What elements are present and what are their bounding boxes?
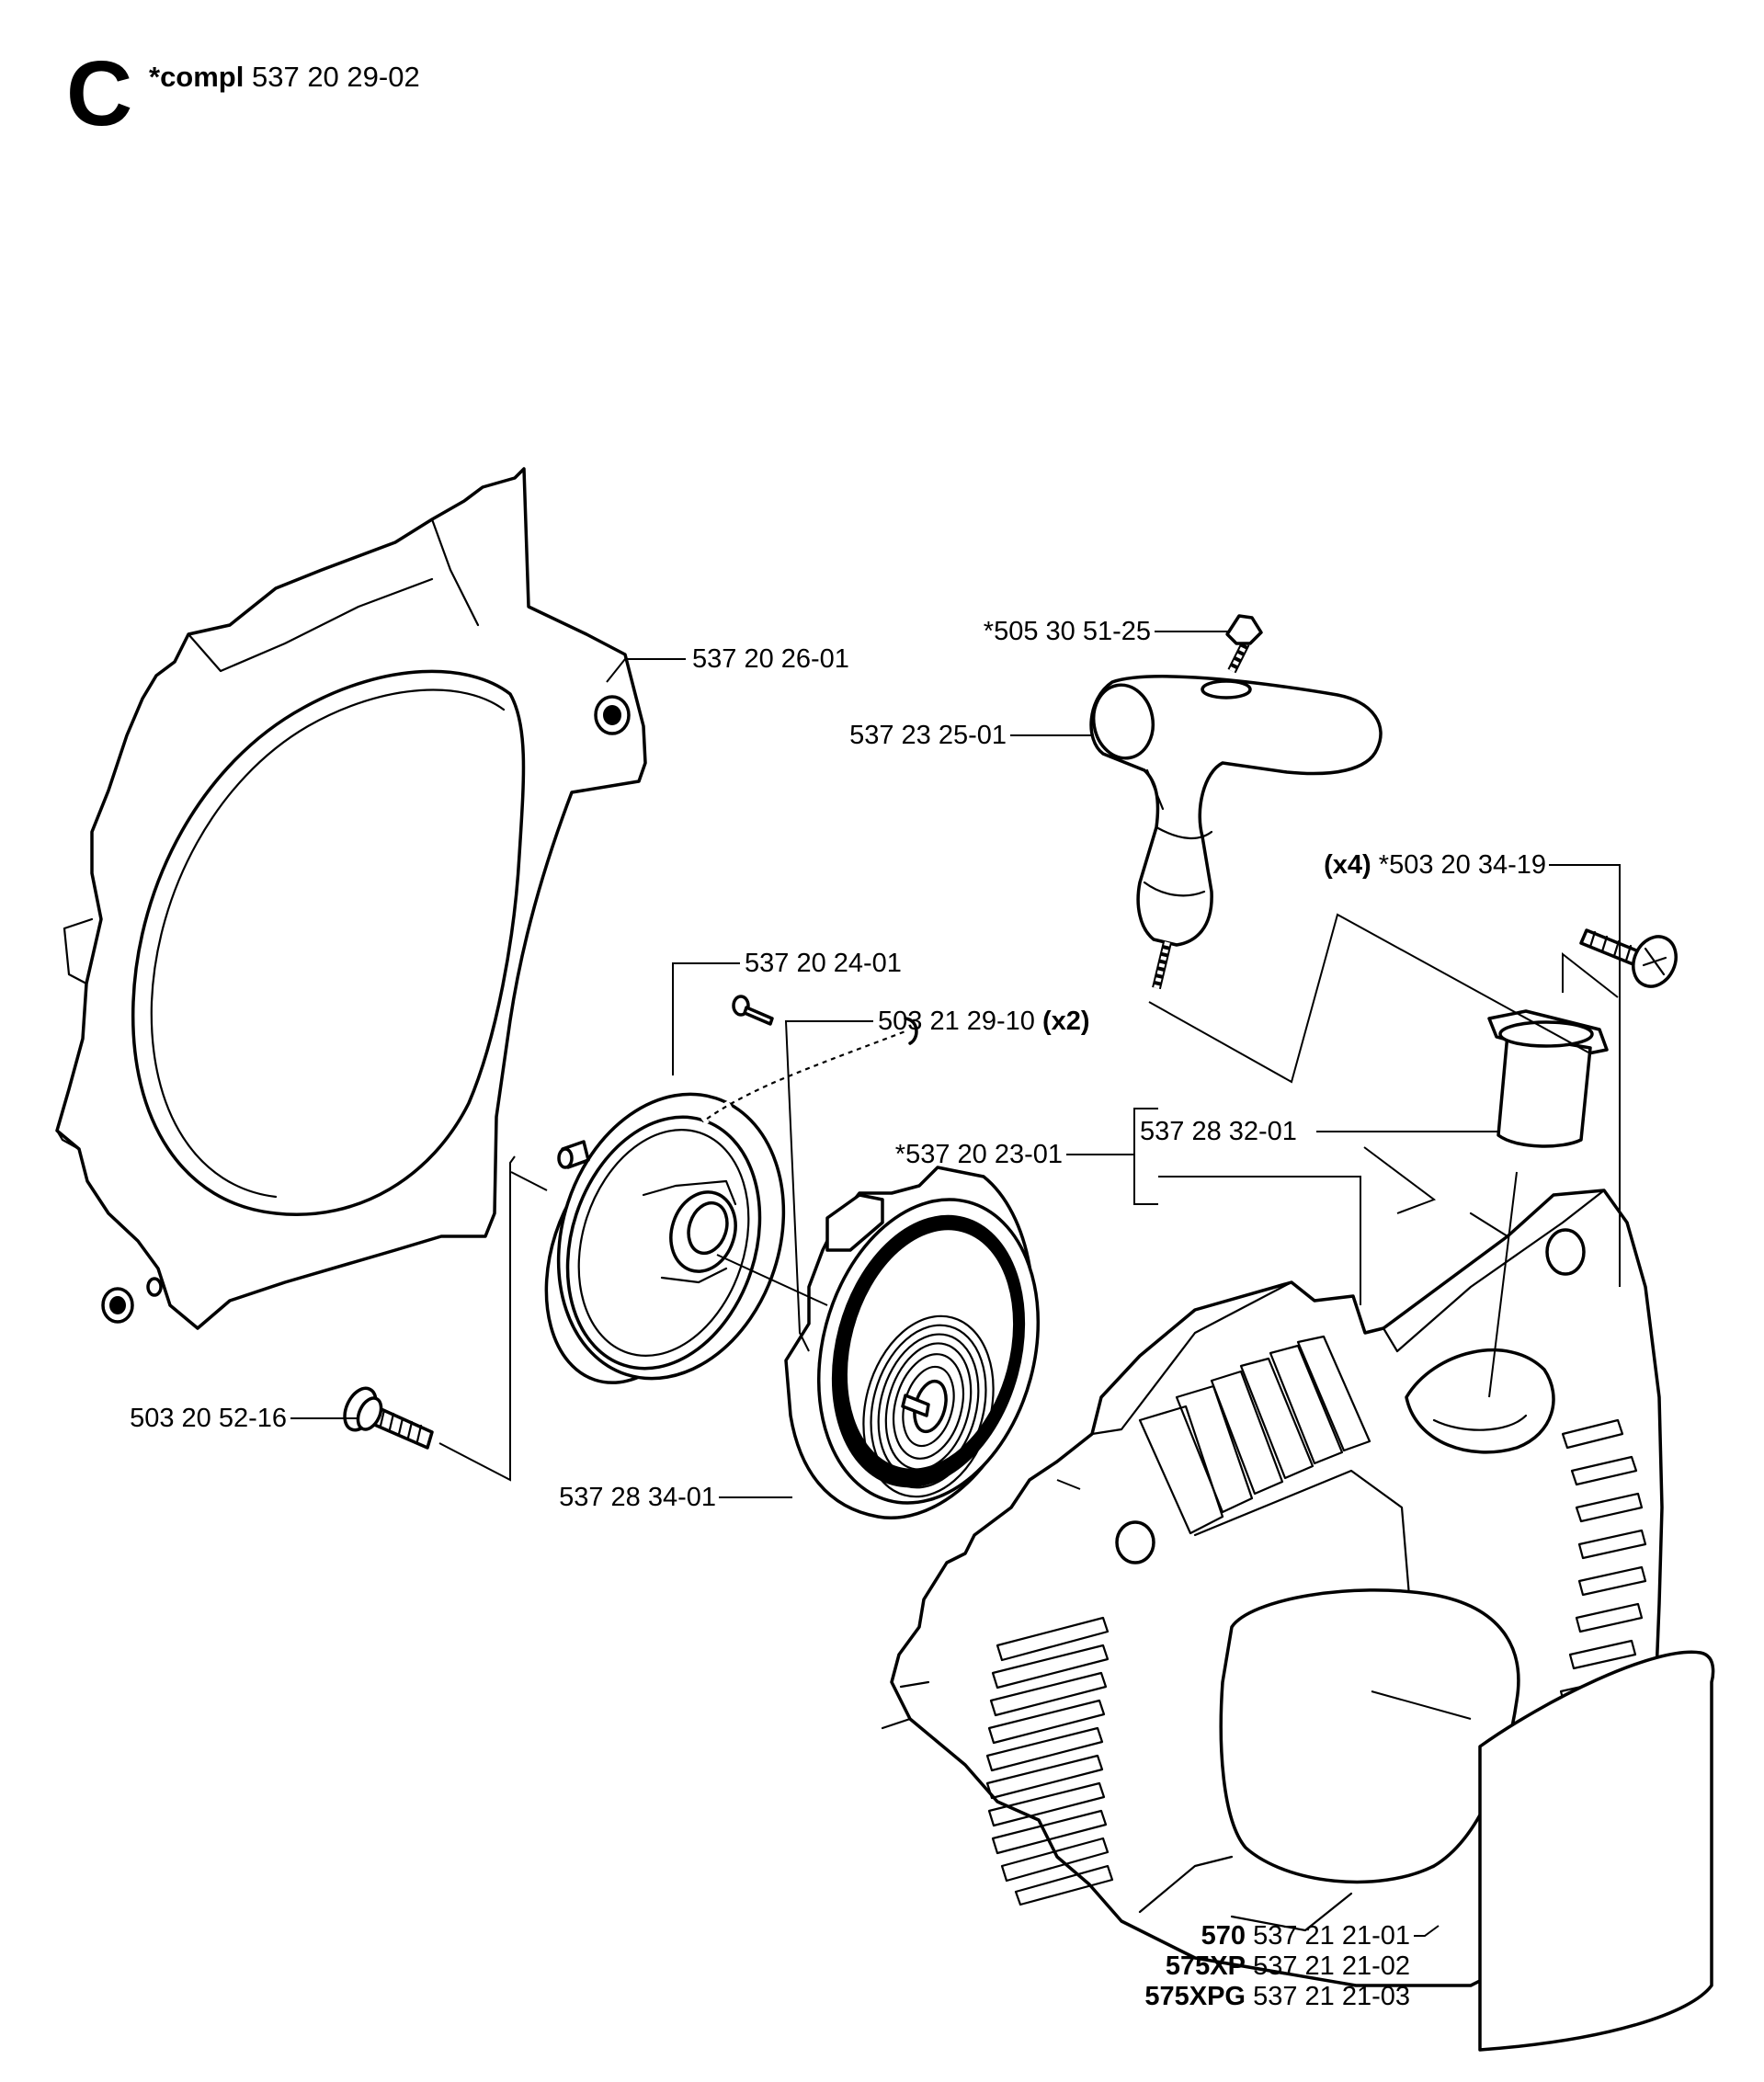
handle-drawing <box>1089 614 1383 990</box>
fan-cover-drawing <box>55 467 647 1330</box>
callout-spring-cassette: 537 28 34-01 <box>559 1483 716 1512</box>
callout-small-screw-qty: (x2) <box>1042 1007 1090 1036</box>
housing-variant-part: 537 21 21-02 <box>1253 1951 1410 1981</box>
callout-small-screw-part: 503 21 29-10 <box>878 1007 1035 1036</box>
bushing-drawing <box>1487 1009 1609 1148</box>
housing-variant-model: 570 <box>1201 1921 1246 1951</box>
housing-decal-drawing <box>1478 1650 1715 2052</box>
assembly-title: *compl 537 20 29-02 <box>149 61 420 94</box>
housing-variant-row: 575XP 537 21 21-02 <box>1085 1951 1410 1982</box>
callout-starter-assembly: *537 20 23-01 <box>894 1140 1063 1169</box>
housing-variant-part: 537 21 21-01 <box>1253 1921 1410 1951</box>
callout-cord-guide-fastener: *505 30 51-25 <box>983 617 1151 646</box>
pulley-drawing <box>544 1092 786 1384</box>
callout-handle: 537 23 25-01 <box>849 721 1007 750</box>
small-screw-drawing <box>732 995 774 1026</box>
leader-lines <box>290 631 1621 1937</box>
assembly-prefix: *compl <box>149 61 245 93</box>
housing-variant-model: 575XP <box>1165 1951 1246 1981</box>
callout-bushing: 537 28 32-01 <box>1140 1117 1297 1146</box>
callout-housing-screw-qty: (x4) <box>1324 850 1371 880</box>
callout-fan-cover: 537 20 26-01 <box>692 644 849 674</box>
shoulder-bolt-drawing <box>343 1386 434 1450</box>
section-letter: C <box>66 42 133 145</box>
starter-housing-drawing <box>881 1189 1664 1987</box>
callout-shoulder-bolt: 503 20 52-16 <box>130 1404 287 1433</box>
housing-variant-row: 570 537 21 21-01 <box>1085 1920 1410 1951</box>
callout-small-screw: 503 21 29-10 (x2) <box>878 1006 1090 1037</box>
assembly-number: 537 20 29-02 <box>251 61 420 93</box>
housing-variant-row: 575XPG 537 21 21-03 <box>1085 1981 1410 2012</box>
housing-variant-part: 537 21 21-03 <box>1253 1982 1410 2011</box>
callout-pulley: 537 20 24-01 <box>745 949 902 978</box>
spring-cassette-drawing <box>784 1166 1041 1519</box>
starter-rope-drawing <box>700 1017 918 1125</box>
callout-housing-screw: (x4) *503 20 34-19 <box>1232 849 1546 881</box>
housing-screw-drawing <box>1579 928 1678 988</box>
callout-housing-screw-part: *503 20 34-19 <box>1378 850 1546 880</box>
housing-variant-model: 575XPG <box>1144 1982 1246 2011</box>
